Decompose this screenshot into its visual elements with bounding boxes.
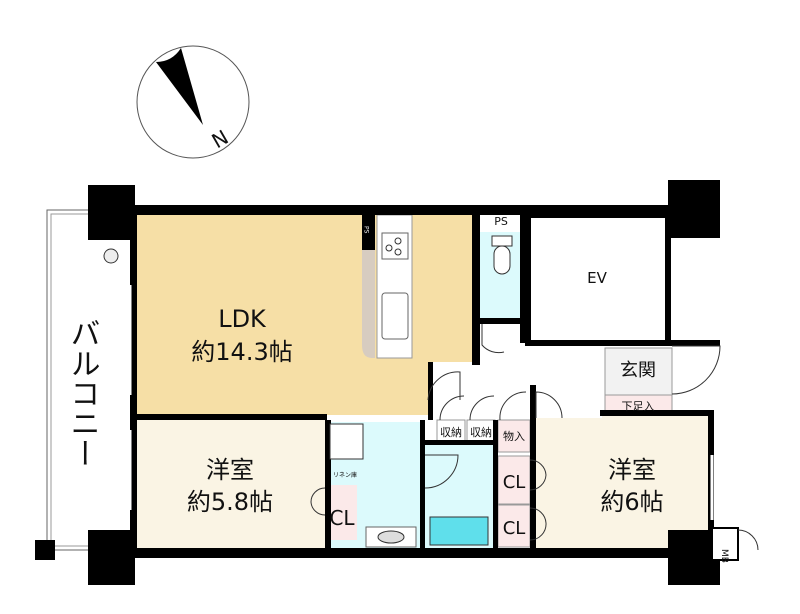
- entrance-label: 玄関: [620, 360, 656, 381]
- storage2-label: 収納: [470, 426, 492, 439]
- compass-needle-icon: [156, 48, 203, 125]
- closet-left: [327, 485, 357, 540]
- ps-top-label: PS: [494, 215, 508, 228]
- toilet-icon: [491, 235, 513, 275]
- western-right-size: 約6帖: [600, 488, 663, 516]
- compass: N: [136, 45, 250, 159]
- storage1-label: 収納: [440, 426, 462, 439]
- balcony-label: バルコニー: [65, 318, 100, 468]
- ps-kitchen-label: PS: [363, 226, 370, 234]
- walls: [35, 180, 720, 585]
- western-left-size: 約5.8帖: [187, 488, 273, 516]
- kitchen-counter-back: [362, 250, 375, 358]
- western-room-right: [535, 415, 712, 548]
- mb-box: [711, 527, 739, 561]
- ldk-area: [137, 215, 472, 415]
- linen-label: リネン庫: [333, 471, 357, 479]
- mb-label: MB: [719, 549, 729, 563]
- ldk-size: 約14.3帖: [191, 338, 292, 366]
- balcony: バルコニー: [46, 209, 133, 551]
- closet-misc-label: 物入: [503, 429, 525, 443]
- ldk-label: LDK: [218, 305, 267, 333]
- stove-icon: [381, 232, 409, 260]
- storage-misc: [497, 419, 531, 453]
- western-right-label: 洋室: [608, 456, 656, 484]
- ev-label: EV: [587, 269, 607, 287]
- western-left-label: 洋室: [206, 456, 254, 484]
- cl-right2-label: CL: [503, 518, 526, 539]
- shoe-storage-label: 下足入: [622, 400, 655, 413]
- western-room-left: [137, 420, 325, 548]
- washing-machine-space: [329, 423, 364, 460]
- doors: [310, 324, 759, 551]
- bathtub: [429, 516, 489, 546]
- entrance: [604, 347, 673, 396]
- sink-icon: [381, 292, 409, 340]
- cl-left-label: CL: [329, 506, 355, 530]
- cl-right1-label: CL: [503, 472, 526, 493]
